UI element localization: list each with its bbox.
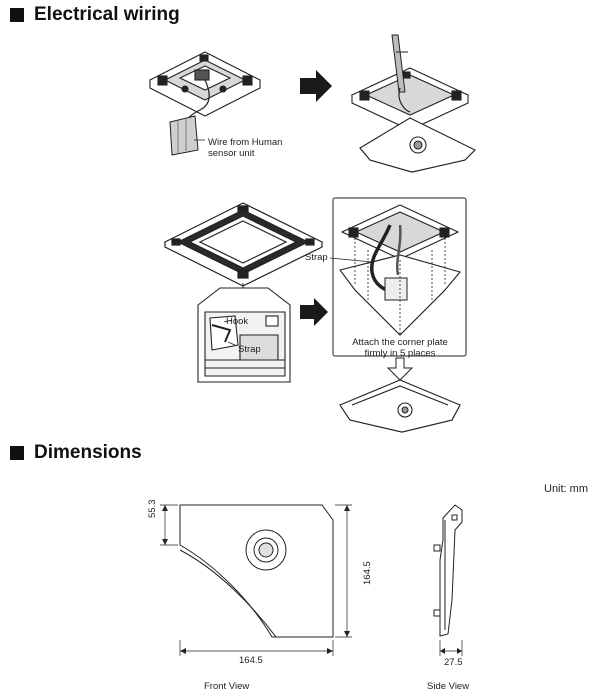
dimensions-heading: Dimensions bbox=[10, 442, 142, 464]
corner-cover-step2 bbox=[359, 117, 476, 173]
right-arrow-icon bbox=[300, 70, 332, 102]
side-view-drawing bbox=[433, 504, 463, 637]
black-square-icon bbox=[10, 8, 24, 22]
dim-164-5-vertical: 164.5 bbox=[362, 561, 373, 585]
dim-27-5: 27.5 bbox=[444, 657, 463, 668]
side-view-label: Side View bbox=[427, 681, 470, 692]
black-square-icon bbox=[10, 446, 24, 460]
front-view-dimensions bbox=[160, 504, 352, 656]
attach-line2: firmly in 5 places bbox=[364, 348, 436, 359]
panel-frame bbox=[163, 202, 324, 287]
dim-164-5-horizontal: 164.5 bbox=[239, 655, 263, 666]
attach-line1: Attach the corner plate bbox=[352, 337, 448, 348]
electrical-wiring-heading: Electrical wiring bbox=[10, 4, 180, 26]
strap-label-callout: Strap bbox=[305, 252, 328, 263]
down-arrow-icon bbox=[386, 357, 414, 381]
right-arrow-icon bbox=[300, 298, 328, 326]
corner-unit-step2 bbox=[350, 67, 470, 131]
front-view-drawing bbox=[179, 504, 334, 638]
strap-label-inset: Strap bbox=[238, 344, 261, 355]
dimensions-title: Dimensions bbox=[34, 442, 142, 463]
dim-55-3: 55.3 bbox=[147, 499, 158, 519]
hook-label: Hook bbox=[226, 316, 249, 327]
side-view-dimensions bbox=[439, 640, 463, 656]
wire-label: Wire from Human sensor unit bbox=[208, 137, 282, 159]
corner-unit-step1 bbox=[148, 51, 262, 117]
hook-strap-inset bbox=[197, 287, 291, 383]
wire-label-line2: sensor unit bbox=[208, 148, 255, 159]
attach-instruction: Attach the corner plate firmly in 5 plac… bbox=[349, 337, 451, 359]
corner-unit-assembled bbox=[339, 379, 461, 433]
electrical-wiring-title: Electrical wiring bbox=[34, 4, 180, 25]
unit-label: Unit: mm bbox=[544, 483, 588, 495]
front-view-label: Front View bbox=[204, 681, 250, 692]
wire-label-line1: Wire from Human bbox=[208, 137, 283, 148]
